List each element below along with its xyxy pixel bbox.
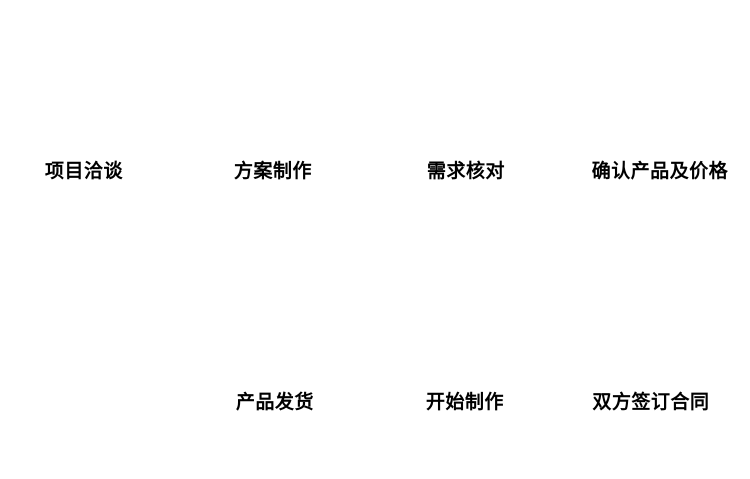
step-label-product-shipping: 产品发货 xyxy=(235,392,315,413)
step-label-sign-contract: 双方签订合同 xyxy=(592,392,710,413)
step-label-proposal-creation: 方案制作 xyxy=(233,161,313,182)
step-label-project-negotiation: 项目洽谈 xyxy=(44,161,124,182)
step-label-requirements-check: 需求核对 xyxy=(426,161,506,182)
step-label-start-production: 开始制作 xyxy=(425,392,505,413)
step-label-confirm-product-price: 确认产品及价格 xyxy=(591,161,729,182)
